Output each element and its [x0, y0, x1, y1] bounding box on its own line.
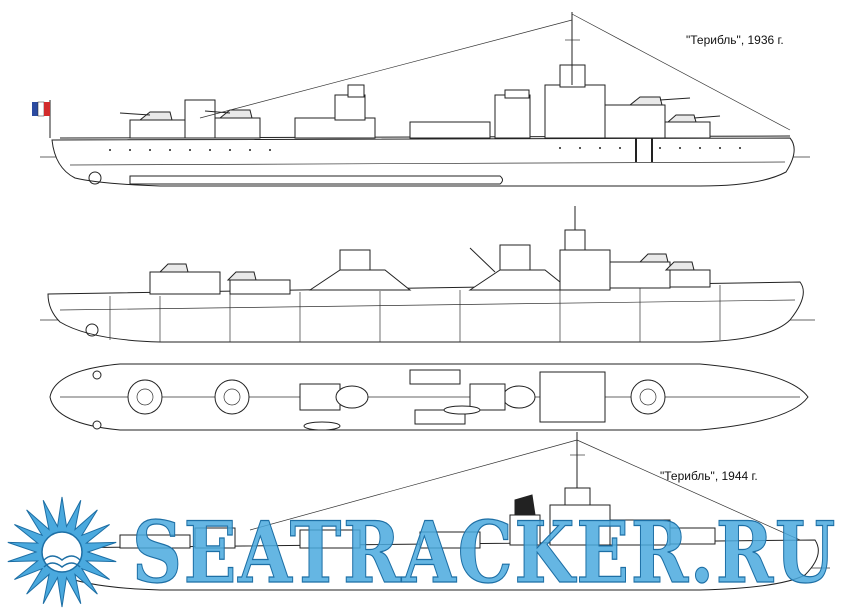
- caption-1944: "Терибль", 1944 г.: [660, 469, 758, 483]
- crane-elevation: [469, 247, 496, 273]
- bilge-keel-1936: [129, 175, 503, 185]
- propeller-elevation: [85, 323, 99, 337]
- profile-1944: [30, 432, 830, 591]
- mast-1936: [199, 12, 791, 131]
- funnel-fore-1936: [347, 84, 365, 98]
- turrets-1936: [119, 96, 721, 123]
- flag-1936: [32, 100, 51, 138]
- turrets-elevation: [158, 253, 695, 281]
- hull-1936: [51, 137, 795, 187]
- hull-elevation: [40, 206, 815, 343]
- superstructure-1944: [119, 487, 716, 549]
- watermark-text: SEATRACKER.RU: [132, 503, 837, 602]
- caption-1936: "Терибль", 1936 г.: [686, 33, 784, 47]
- plan-view: [49, 363, 809, 431]
- propeller-1936: [88, 171, 102, 185]
- deck-fittings-plan: [92, 369, 606, 431]
- hull-plating: [59, 285, 796, 342]
- mast-1944: [249, 432, 801, 541]
- sun-logo-icon: [7, 496, 117, 608]
- profile-1936: [32, 12, 810, 187]
- hull-elevation-shape: [47, 281, 804, 343]
- seatracker-watermark: SEATRACKER.RU: [7, 496, 837, 608]
- funnel-cap-1944: [514, 494, 536, 516]
- superstructure-elevation: [149, 229, 711, 295]
- boot-topping-1936: [69, 161, 786, 166]
- hull-number-1936: [635, 138, 653, 162]
- superstructure-1936: [129, 64, 711, 139]
- funnel-aft-1936: [504, 89, 530, 99]
- portholes-1936: [109, 147, 741, 151]
